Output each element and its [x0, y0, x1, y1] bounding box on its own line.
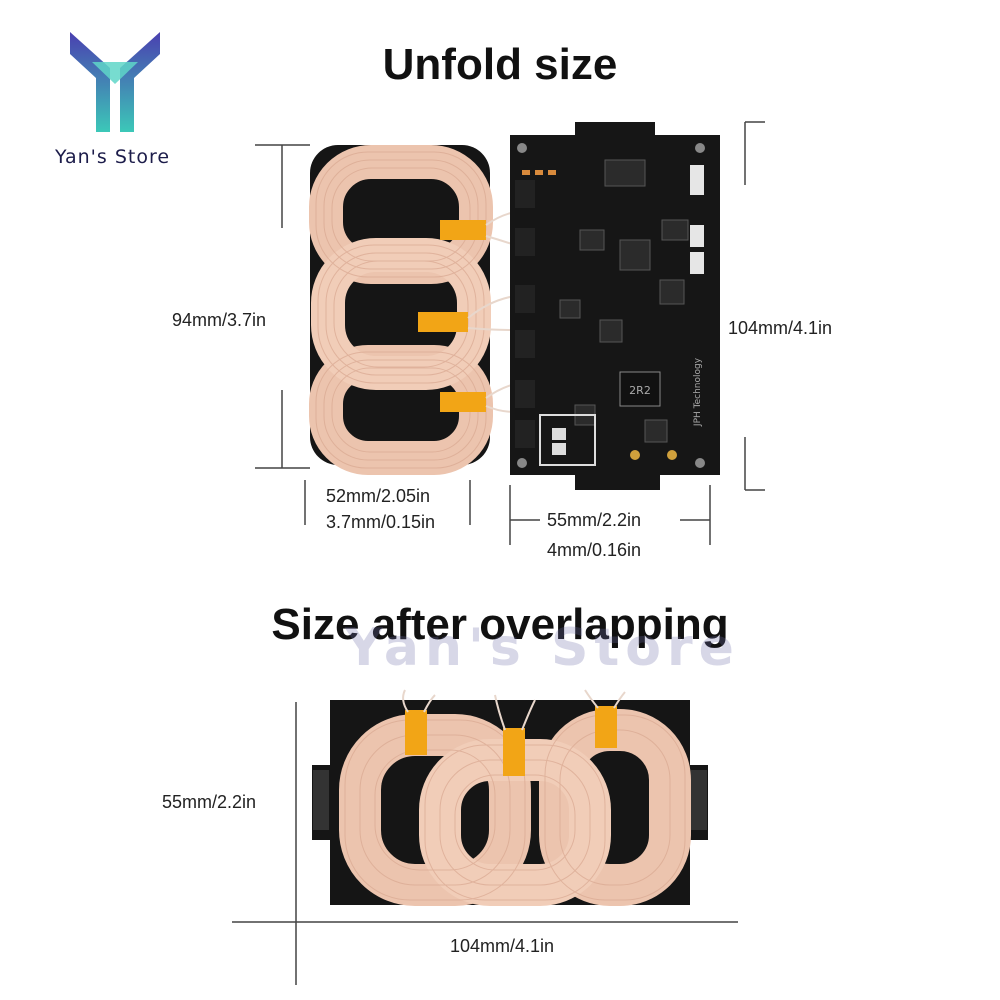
board-thickness-label: 4mm/0.16in: [547, 540, 642, 560]
board-width-label: 55mm/2.2in: [547, 510, 642, 530]
inductor-label: 2R2: [629, 384, 651, 397]
overlap-width-label: 104mm/4.1in: [450, 936, 555, 956]
coil-width-label: 52mm/2.05in: [326, 486, 431, 506]
store-name: Yan's Store: [55, 146, 171, 168]
coil-thickness-label: 3.7mm/0.15in: [326, 512, 436, 532]
overlap-height-label: 55mm/2.2in: [162, 792, 257, 812]
overlap-size-heading: Size after overlapping: [271, 600, 729, 649]
store-watermark: Yan's Store: [345, 618, 740, 678]
unfold-height-left-label: 94mm/3.7in: [172, 310, 267, 330]
unfold-size-heading: Unfold size: [382, 40, 618, 89]
board-maker-label: JPH Technology: [693, 357, 703, 427]
unfold-height-right-label: 104mm/4.1in: [728, 318, 833, 338]
